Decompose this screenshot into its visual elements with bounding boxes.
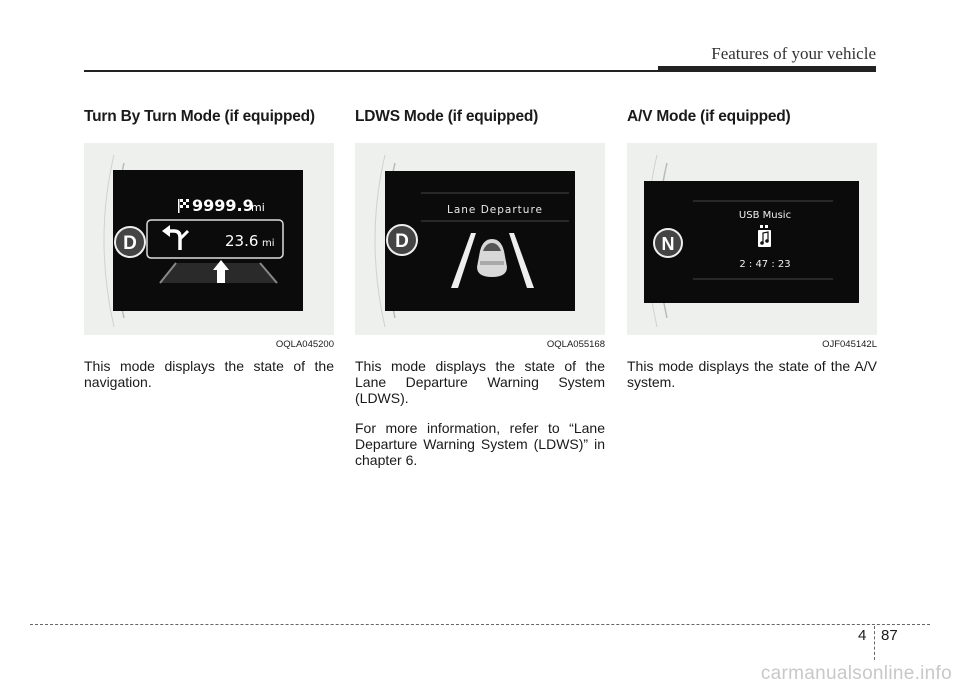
figure-code: OQLA055168 — [546, 339, 605, 350]
section-paragraph: This mode displays the state of the A/V … — [627, 358, 877, 390]
section-heading: LDWS Mode (if equipped) — [355, 108, 539, 125]
figure-av: N USB Music 2 : 47 : 23 — [627, 143, 877, 335]
music-file-icon — [758, 225, 771, 247]
flag-icon — [178, 199, 189, 213]
footer-rule — [30, 624, 930, 625]
gear-indicator: N — [662, 234, 675, 254]
section-heading: A/V Mode (if equipped) — [627, 108, 791, 125]
distance-value: 9999.9 — [192, 196, 254, 215]
screen-title: Lane Departure — [447, 204, 543, 216]
section-turn-by-turn: Turn By Turn Mode (if equipped) D 9999.9… — [84, 108, 334, 390]
section-heading: Turn By Turn Mode (if equipped) — [84, 108, 315, 125]
section-paragraph: This mode displays the state of the navi… — [84, 358, 334, 390]
play-time: 2 : 47 : 23 — [739, 259, 790, 270]
gear-indicator: D — [123, 233, 137, 254]
figure-ldws: D Lane Departure — [355, 143, 605, 335]
turn-arrow-icon — [162, 225, 190, 250]
car-icon — [477, 239, 507, 277]
chapter-number: 4 — [858, 627, 867, 644]
section-paragraph: For more information, refer to “Lane Dep… — [355, 420, 605, 468]
section-av: A/V Mode (if equipped) N USB Music 2 : 4… — [627, 108, 877, 390]
screen-title: USB Music — [739, 210, 791, 221]
turn-distance-value: 23.6 — [225, 232, 258, 250]
section-ldws: LDWS Mode (if equipped) D Lane Departure… — [355, 108, 605, 468]
figure-code: OJF045142L — [822, 339, 877, 350]
section-paragraph: This mode displays the state of the Lane… — [355, 358, 605, 406]
distance-unit: mi — [251, 201, 265, 214]
gear-indicator: D — [395, 231, 409, 252]
figure-code: OQLA045200 — [275, 339, 334, 350]
footer-divider — [874, 626, 875, 660]
turn-distance-unit: mi — [262, 238, 275, 249]
straight-arrow-icon — [213, 260, 229, 283]
header-rule — [84, 70, 660, 72]
figure-turn-by-turn: D 9999.9 mi 23.6 mi — [84, 143, 334, 335]
page-number: 87 — [881, 627, 898, 644]
page-header-title: Features of your vehicle — [711, 44, 876, 63]
watermark: carmanualsonline.info — [760, 663, 952, 684]
header-rule-accent — [658, 66, 876, 72]
